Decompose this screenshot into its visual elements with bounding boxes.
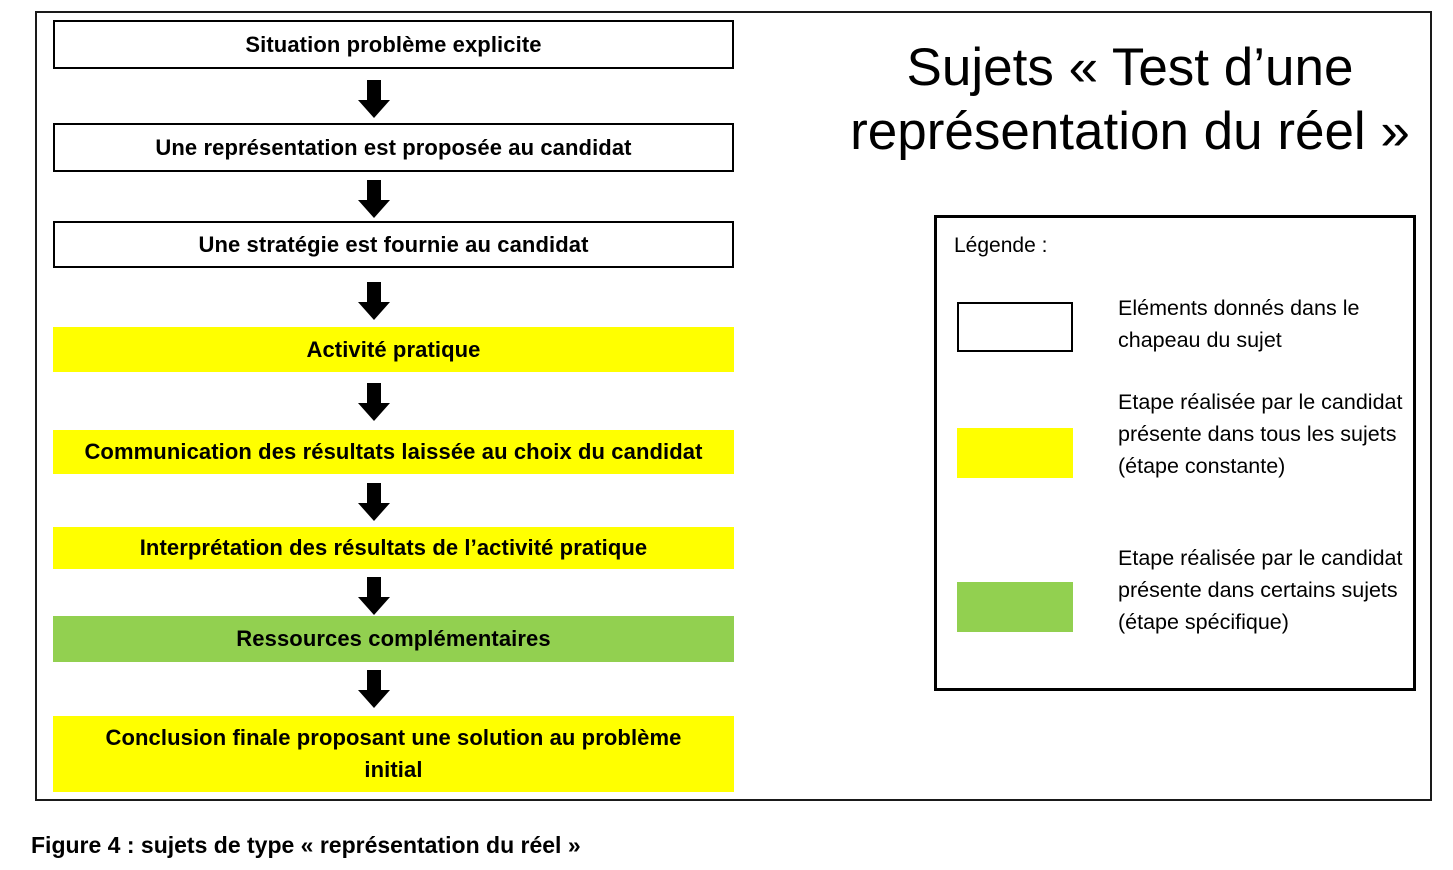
down-arrow-icon: [358, 80, 390, 118]
figure-caption: Figure 4 : sujets de type « représentati…: [31, 832, 581, 858]
down-arrow-icon: [358, 180, 390, 218]
legend-box: Légende : Eléments donnés dans le chapea…: [934, 215, 1416, 691]
step-interpretation-resultats: Interprétation des résultats de l’activi…: [53, 527, 734, 569]
figure-frame: [35, 11, 1432, 801]
legend-text-white: Eléments donnés dans le chapeau du sujet: [1118, 296, 1360, 352]
down-arrow-icon: [358, 383, 390, 421]
step-situation-probleme: Situation problème explicite: [53, 20, 734, 69]
legend-title: Légende :: [954, 234, 1048, 257]
down-arrow-icon: [358, 483, 390, 521]
step-communication-resultats: Communication des résultats laissée au c…: [53, 430, 734, 474]
step-ressources-complementaires: Ressources complémentaires: [53, 616, 734, 662]
diagram-title: Sujets « Test d’une représentation du ré…: [850, 38, 1410, 161]
legend-text-green: Etape réalisée par le candidat présente …: [1118, 546, 1403, 634]
down-arrow-icon: [358, 670, 390, 708]
step-strategie-fournie: Une stratégie est fournie au candidat: [53, 221, 734, 268]
legend-swatch-white: [957, 302, 1073, 352]
step-activite-pratique: Activité pratique: [53, 327, 734, 372]
legend-swatch-green: [957, 582, 1073, 632]
down-arrow-icon: [358, 577, 390, 615]
step-conclusion-finale: Conclusion finale proposant une solution…: [53, 716, 734, 792]
step-representation-proposee: Une représentation est proposée au candi…: [53, 123, 734, 172]
legend-swatch-yellow: [957, 428, 1073, 478]
legend-text-yellow: Etape réalisée par le candidat présente …: [1118, 390, 1403, 478]
down-arrow-icon: [358, 282, 390, 320]
